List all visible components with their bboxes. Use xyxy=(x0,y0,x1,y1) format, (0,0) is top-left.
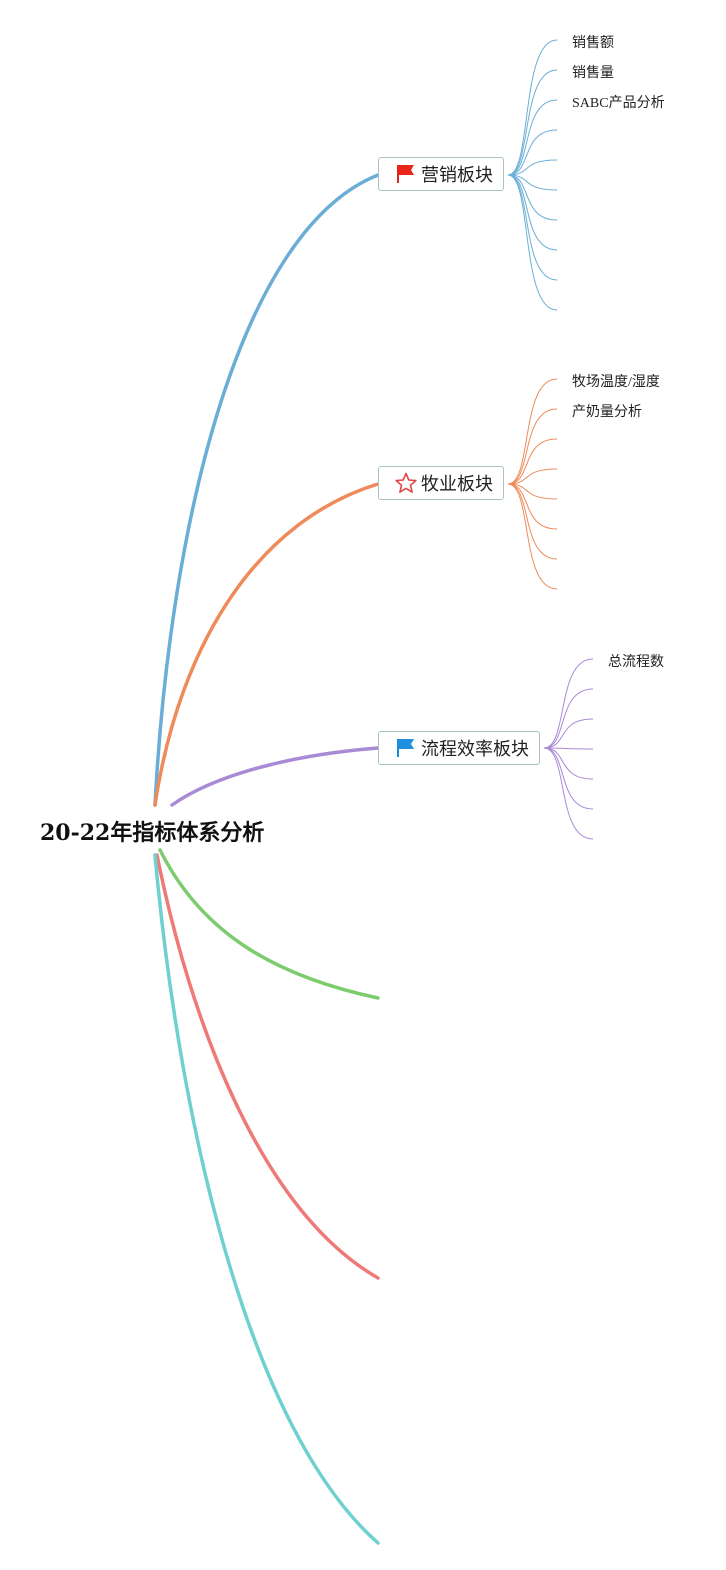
leaf-connector-line xyxy=(507,468,558,485)
leaf-connector-line xyxy=(507,438,558,485)
branch-label: 流程效率板块 xyxy=(421,739,529,760)
leaf-connector-line xyxy=(507,39,558,176)
leaf-connector-line xyxy=(507,483,558,560)
leaf-topic[interactable]: 总流程数 xyxy=(608,655,664,670)
main-branch-line xyxy=(155,853,380,1280)
leaf-connector-line xyxy=(507,174,558,311)
red-flag-icon xyxy=(395,163,417,185)
leaf-connector-line xyxy=(543,658,594,749)
leaf-connector-line xyxy=(543,688,594,749)
main-branch-line xyxy=(153,482,380,807)
leaf-connector-line xyxy=(507,483,558,590)
branch-label: 营销板块 xyxy=(421,165,493,186)
leaf-connector-line xyxy=(507,129,558,176)
main-branch-line xyxy=(153,853,380,1545)
leaf-connector-line xyxy=(543,747,594,750)
leaf-connector-line xyxy=(507,174,558,221)
branch-node-process-efficiency[interactable]: 流程效率板块 xyxy=(378,731,540,765)
leaf-topic[interactable]: SABC产品分析 xyxy=(572,96,665,111)
main-branch-line xyxy=(158,848,380,1000)
branch-node-marketing[interactable]: 营销板块 xyxy=(378,157,504,191)
star-outline-icon xyxy=(395,472,417,494)
leaf-connector-line xyxy=(507,378,558,485)
leaf-topic[interactable]: 产奶量分析 xyxy=(572,405,642,420)
leaf-connector-line xyxy=(543,718,594,749)
leaf-connector-line xyxy=(507,159,558,176)
leaf-connector-line xyxy=(507,69,558,176)
leaf-connector-line xyxy=(543,747,594,840)
leaf-topic[interactable]: 销售量 xyxy=(572,66,614,81)
main-branch-line xyxy=(153,173,380,807)
leaf-connector-line xyxy=(507,174,558,191)
leaf-topic[interactable]: 销售额 xyxy=(572,36,614,51)
blue-flag-icon xyxy=(395,737,417,759)
branch-node-livestock[interactable]: 牧业板块 xyxy=(378,466,504,500)
leaf-topic[interactable]: 牧场温度/湿度 xyxy=(572,375,660,390)
leaf-connector-line xyxy=(507,408,558,485)
branch-label: 牧业板块 xyxy=(421,474,493,495)
leaf-connector-line xyxy=(507,483,558,530)
leaf-connector-line xyxy=(543,747,594,810)
leaf-connector-line xyxy=(507,483,558,500)
leaf-connector-line xyxy=(507,99,558,176)
leaf-connector-line xyxy=(507,174,558,251)
leaf-connector-line xyxy=(543,747,594,780)
root-topic[interactable]: 20-22年指标体系分析 xyxy=(40,820,265,846)
main-branch-line xyxy=(170,746,380,807)
